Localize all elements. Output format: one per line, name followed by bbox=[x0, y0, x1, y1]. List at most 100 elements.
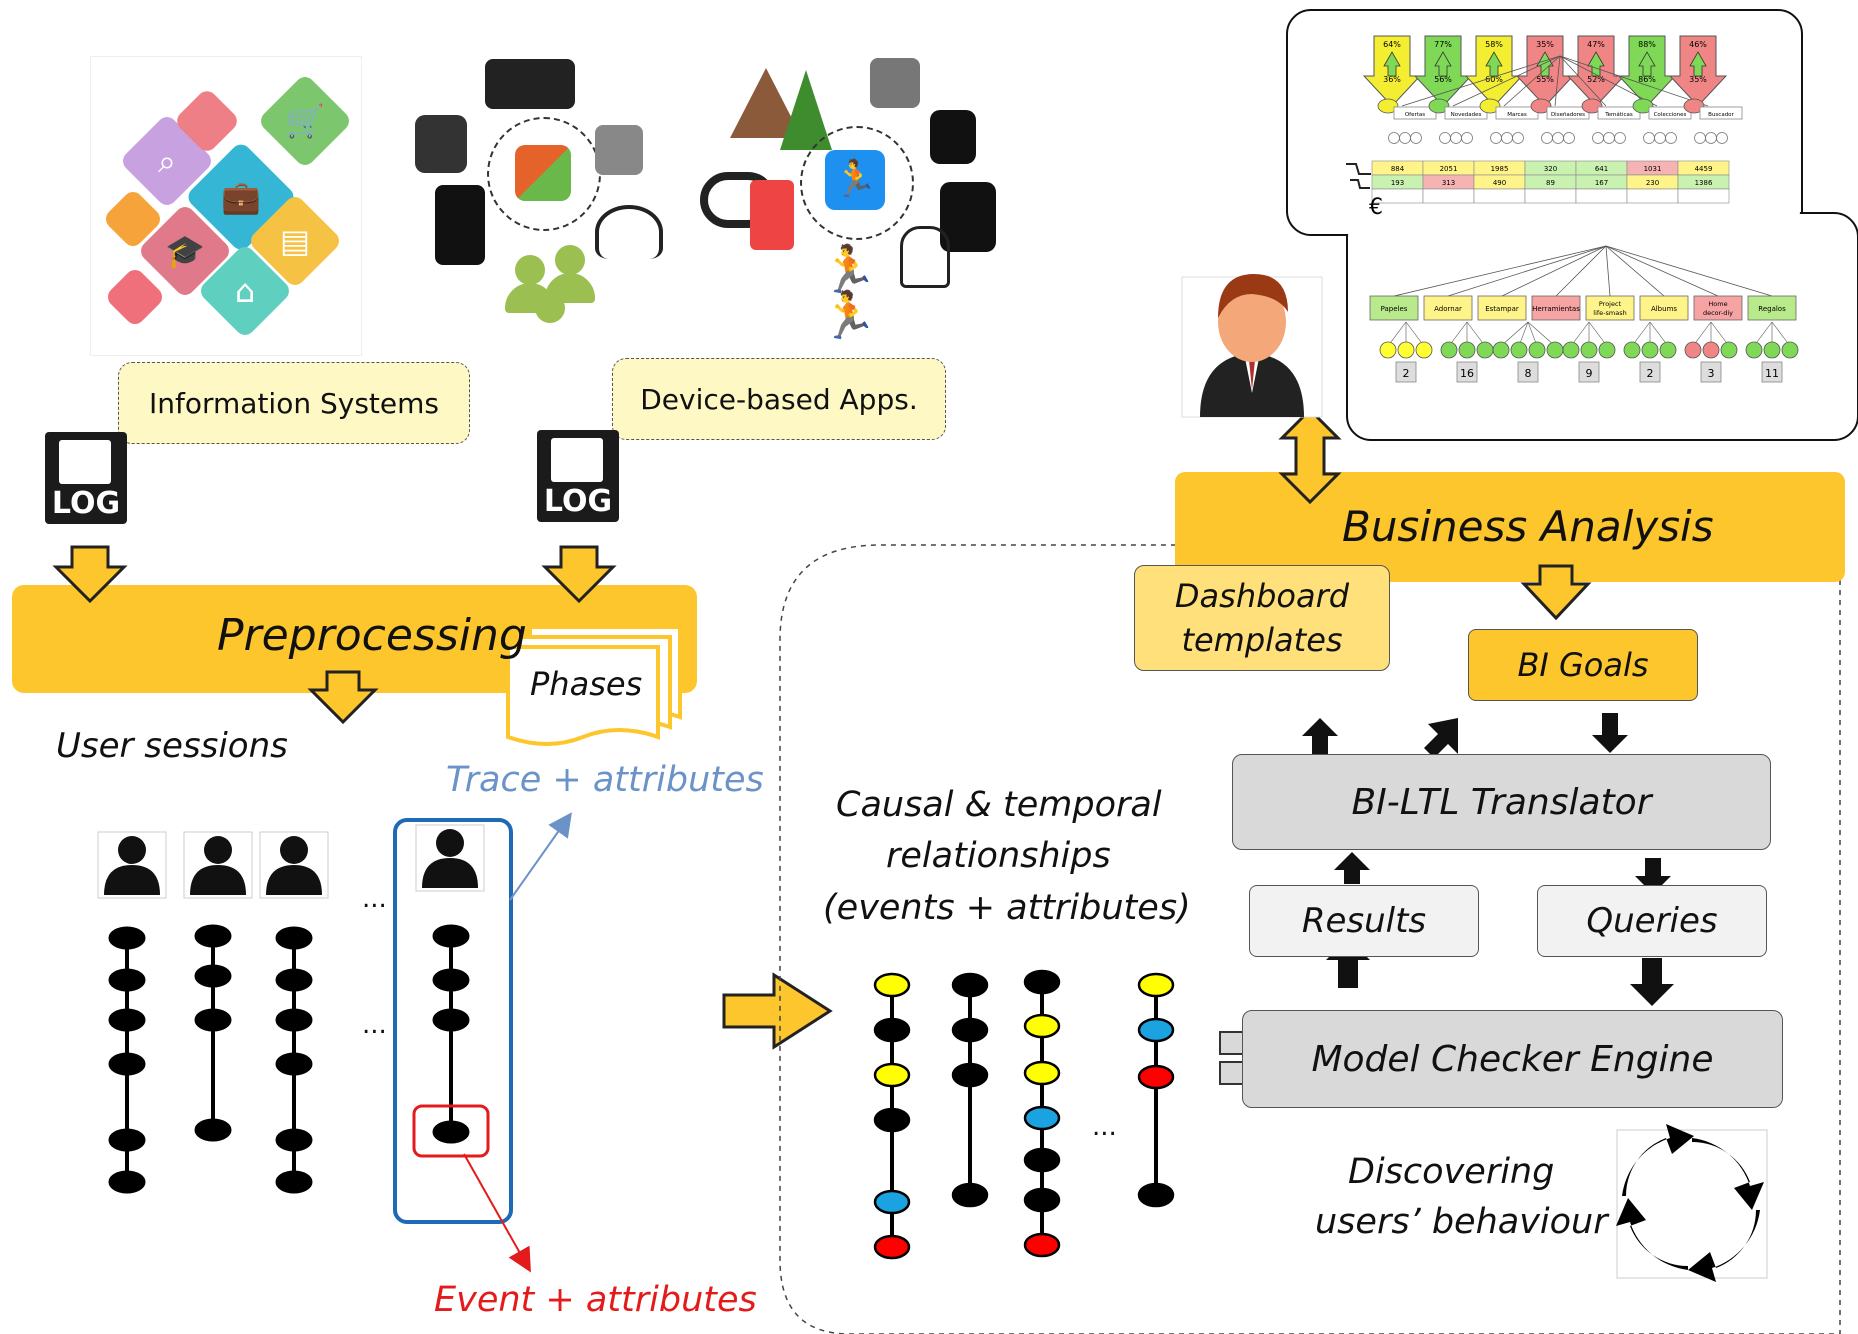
kpi-bottom-percent: 60% bbox=[1485, 75, 1503, 84]
kpi-up-arrow bbox=[1689, 51, 1707, 77]
leaf-node bbox=[1440, 341, 1458, 359]
count-value: 3 bbox=[1708, 367, 1715, 380]
refresh-cycle-icon bbox=[1616, 1124, 1764, 1282]
analysis-region-border bbox=[779, 544, 1841, 1334]
category-box bbox=[1699, 106, 1743, 120]
action-camera-icon bbox=[415, 115, 467, 173]
results-box[interactable]: Results bbox=[1249, 885, 1479, 957]
tree-edge bbox=[1447, 245, 1607, 297]
category-label: Regalos bbox=[1758, 305, 1786, 313]
table-cell-value: 193 bbox=[1391, 179, 1404, 187]
leaf-node bbox=[1501, 132, 1513, 144]
headphones-icon bbox=[595, 205, 663, 259]
leaf-node bbox=[1659, 341, 1677, 359]
leaf-node bbox=[1563, 132, 1575, 144]
kpi-top-percent: 88% bbox=[1638, 40, 1656, 49]
discovering-line2: users’ behaviour bbox=[1315, 1202, 1608, 1242]
dashboard-top-chart: 64%36%77%56%58%60%35%55%47%52%88%86%46%3… bbox=[1346, 35, 1743, 220]
flow-right-arrow bbox=[722, 972, 833, 1050]
ellipsis: ... bbox=[362, 884, 387, 914]
tree-edge bbox=[1393, 245, 1607, 297]
ellipsis: ... bbox=[1092, 1112, 1117, 1142]
leaf-node bbox=[1592, 132, 1604, 144]
leaf-node bbox=[1379, 341, 1397, 359]
tree-edge bbox=[1401, 55, 1561, 107]
table-cell-value: 230 bbox=[1646, 179, 1659, 187]
category-label: Temáticas bbox=[1604, 111, 1633, 118]
count-box bbox=[1761, 361, 1783, 383]
table-cell bbox=[1524, 188, 1577, 204]
table-cell-value: 1386 bbox=[1695, 179, 1713, 187]
tree-edge bbox=[1559, 55, 1607, 107]
count-box bbox=[1578, 361, 1600, 383]
leaf-node bbox=[1512, 132, 1524, 144]
event-pointer-arrow bbox=[463, 1153, 531, 1273]
preprocessing-title: Preprocessing bbox=[217, 610, 527, 661]
category-dot bbox=[1377, 98, 1399, 114]
dashboard-templates-box[interactable]: Dashboard templates bbox=[1134, 565, 1390, 671]
leaf-node bbox=[1410, 132, 1422, 144]
information-systems-label: Information Systems bbox=[118, 362, 470, 444]
table-cell-value: 1031 bbox=[1644, 165, 1662, 173]
log-down-arrow bbox=[52, 545, 128, 604]
leaf-node bbox=[1546, 341, 1564, 359]
leaf-node bbox=[1562, 341, 1580, 359]
tree-edge bbox=[1710, 321, 1730, 347]
leaf-node bbox=[1461, 132, 1473, 144]
queries-box[interactable]: Queries bbox=[1537, 885, 1767, 957]
log-down-arrow bbox=[541, 545, 617, 604]
log-label: LOG bbox=[51, 486, 121, 521]
tree-edge bbox=[1387, 321, 1407, 347]
leaf-node bbox=[1716, 132, 1728, 144]
table-cell-value: 320 bbox=[1544, 165, 1557, 173]
leaf-node bbox=[1439, 132, 1451, 144]
tree-edge bbox=[1466, 321, 1486, 347]
count-box bbox=[1395, 361, 1417, 383]
table-cell-value: 167 bbox=[1595, 179, 1608, 187]
discovering-line1: Discovering bbox=[1348, 1152, 1555, 1192]
table-cell bbox=[1575, 188, 1628, 204]
kpi-up-arrow bbox=[1383, 51, 1401, 77]
category-label: Project bbox=[1599, 300, 1622, 308]
runners-icon: 🏃🏃 bbox=[820, 242, 878, 342]
leaf-node bbox=[1450, 132, 1462, 144]
leaf-node bbox=[1580, 341, 1598, 359]
category-box bbox=[1747, 295, 1797, 321]
leaf-node bbox=[1763, 341, 1781, 359]
apps-grid-icon bbox=[515, 145, 571, 201]
model-checker-engine-box[interactable]: Model Checker Engine bbox=[1242, 1010, 1783, 1108]
category-dot bbox=[1479, 98, 1501, 114]
kpi-up-arrow bbox=[1434, 51, 1452, 77]
count-value: 11 bbox=[1765, 367, 1779, 380]
tree-edge bbox=[1570, 321, 1590, 347]
table-cell-value: 313 bbox=[1442, 179, 1455, 187]
relationships-line3: (events + attributes) bbox=[823, 888, 1191, 928]
category-label: Home bbox=[1708, 300, 1727, 308]
user-sessions-label: User sessions bbox=[56, 726, 288, 766]
tree-edge bbox=[1605, 245, 1719, 297]
count-box bbox=[1639, 361, 1661, 383]
user-avatar-icon bbox=[259, 831, 329, 899]
leaf-node bbox=[1415, 341, 1433, 359]
selected-trace-box bbox=[393, 818, 513, 1224]
tree-edge bbox=[1448, 321, 1468, 347]
leaf-node bbox=[1492, 341, 1510, 359]
leaf-node bbox=[1614, 132, 1626, 144]
tree-edge bbox=[1631, 321, 1651, 347]
bi-goals-box[interactable]: BI Goals bbox=[1468, 629, 1698, 701]
category-label: Marcas bbox=[1507, 112, 1527, 118]
bi-ltl-translator-box[interactable]: BI-LTL Translator bbox=[1232, 754, 1771, 850]
tree-edge bbox=[1605, 245, 1773, 297]
leaf-node bbox=[1399, 132, 1411, 144]
leaf-node bbox=[1623, 341, 1641, 359]
table-cell bbox=[1677, 188, 1730, 204]
camera-gopro-icon bbox=[595, 125, 643, 175]
kpi-bottom-percent: 56% bbox=[1434, 75, 1452, 84]
kpi-bottom-percent: 35% bbox=[1689, 75, 1707, 84]
kpi-bottom-percent: 52% bbox=[1587, 75, 1605, 84]
dashboard-templates-line2: templates bbox=[1181, 621, 1343, 659]
table-cell bbox=[1626, 188, 1679, 204]
tree-edge bbox=[1649, 321, 1669, 347]
count-box bbox=[1700, 361, 1722, 383]
category-label: Herramientas bbox=[1532, 305, 1580, 313]
